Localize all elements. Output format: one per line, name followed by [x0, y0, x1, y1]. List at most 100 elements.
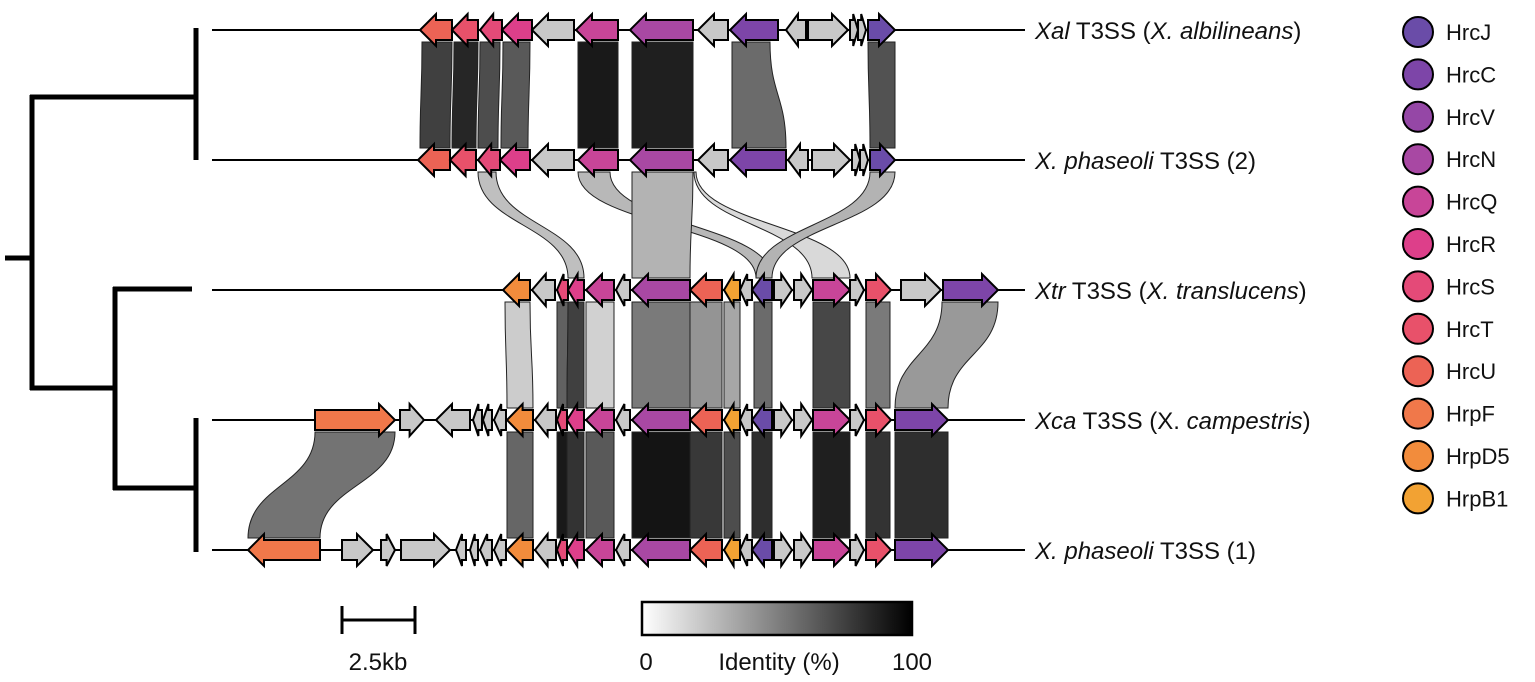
gene-arrow-hrcr: [498, 141, 531, 179]
identity-link: [500, 41, 531, 149]
legend-label: HrcV: [1446, 105, 1495, 130]
legend-label: HrcN: [1446, 147, 1496, 172]
gene-arrow-hrcq: [584, 531, 615, 569]
locus-label-part: T3SS (2): [1154, 148, 1256, 175]
gene-arrow-hrcq: [812, 401, 852, 439]
identity-link: [631, 301, 691, 409]
gene-arrow-hrpd5: [505, 531, 534, 569]
gene-arrow-hrcq: [584, 401, 615, 439]
gene-arrow-hrcu: [416, 141, 451, 179]
locus-label-part: Xal: [1034, 18, 1070, 45]
legend-label: HrpB1: [1446, 486, 1508, 511]
phylogenetic-tree: [5, 28, 199, 552]
locus-label-part: T3SS (X.: [1076, 408, 1186, 435]
legend-label: HrpD5: [1446, 444, 1510, 469]
identity-link: [506, 431, 534, 539]
locus-label-part: X. phaseoli: [1034, 538, 1154, 565]
gene-arrow-other: [738, 533, 753, 567]
gene-arrow-hrct: [448, 141, 477, 179]
locus-label: X. phaseoli T3SS (1): [1034, 538, 1256, 565]
legend-item-hrcn: HrcN: [1402, 143, 1496, 176]
locus-labels: Xal T3SS ( X. albilineans) X. phaseoli T3S…: [1034, 18, 1311, 565]
legend-swatch: [1402, 16, 1434, 48]
gene-arrow-other: [849, 273, 866, 307]
identity-link: [865, 431, 891, 539]
identity-link: [556, 301, 569, 409]
gene-arrow-other: [434, 401, 471, 439]
identity-link: [723, 301, 741, 409]
identity-link: [477, 41, 501, 149]
locus-track: [212, 141, 1025, 179]
gene-arrow-other: [773, 270, 794, 310]
gene-arrow-hrpb1: [722, 530, 741, 570]
gene-arrow-hrcr: [500, 11, 533, 49]
legend-swatch: [1402, 58, 1434, 91]
locus-label-part: X. albilineans: [1150, 18, 1294, 45]
identity-colorbar: [640, 600, 914, 637]
gene-arrow-hrcs: [476, 141, 501, 179]
gene-arrow-hrcc: [894, 401, 950, 439]
gene-arrow-hrcn: [628, 141, 694, 179]
legend-label: HrcJ: [1446, 20, 1491, 45]
loci-tracks: [212, 11, 1025, 570]
gene-arrow-hrcq: [574, 11, 619, 49]
gene-arrow-other: [380, 533, 397, 567]
gene-arrow-hrcj: [869, 141, 897, 179]
legend-label: HrpF: [1446, 402, 1495, 427]
identity-link: [755, 171, 896, 279]
gene-arrow-other: [468, 533, 479, 567]
scale-bar: [340, 606, 417, 634]
gene-arrow-other: [900, 271, 943, 309]
gene-arrow-other: [696, 11, 729, 49]
gene-arrow-other: [492, 533, 507, 567]
identity-link: [689, 431, 723, 539]
gene-arrow-other: [530, 141, 575, 179]
gene-arrow-hrcs: [555, 273, 569, 307]
gene-arrow-hrcn: [630, 271, 691, 309]
gene-arrow-other: [793, 530, 814, 570]
gene-arrow-other: [793, 270, 814, 310]
legend-label: HrcT: [1446, 317, 1494, 342]
gene-arrow-hrcn: [628, 11, 694, 49]
gene-arrow-other: [530, 271, 556, 309]
identity-link: [504, 301, 534, 409]
gene-arrow-other: [530, 11, 575, 49]
legend-swatch: [1402, 355, 1434, 388]
gene-arrow-other: [793, 400, 814, 440]
gene-arrow-hrpd5: [505, 401, 534, 439]
identity-link: [477, 171, 585, 279]
locus-label-part: Xtr: [1034, 278, 1067, 305]
gene-arrow-hrpb1: [722, 270, 741, 310]
legend-swatch: [1402, 228, 1434, 260]
legend-item-hrpd5: HrpD5: [1402, 440, 1510, 472]
legend-item-hrct: HrcT: [1402, 312, 1494, 345]
legend-label: HrcR: [1446, 232, 1496, 257]
identity-link: [631, 41, 694, 149]
colorbar-min-label: 0: [639, 649, 652, 676]
locus-label-part: ): [1293, 18, 1301, 45]
legend-swatch: [1402, 312, 1434, 345]
locus-label-part: Xca: [1034, 408, 1076, 435]
identity-link: [566, 431, 585, 539]
gene-arrow-other: [454, 533, 467, 567]
locus-label-part: X. translucens: [1146, 278, 1299, 305]
gene-arrow-hrcc: [894, 531, 950, 569]
gene-arrow-other: [851, 143, 862, 177]
legend-item-hrcv: HrcV: [1402, 100, 1495, 133]
locus-label-part: T3SS (: [1066, 278, 1147, 305]
gene-arrow-hrcq: [812, 271, 852, 309]
legend-swatch: [1402, 440, 1434, 472]
gene-arrow-hrcj: [750, 271, 773, 309]
gene-arrow-hrpb1: [722, 400, 741, 440]
gene-arrow-hrcu: [688, 531, 723, 569]
identity-link: [812, 301, 851, 409]
gene-arrow-hrcc: [942, 271, 1000, 309]
gene-arrow-hrcq: [812, 531, 852, 569]
gene-arrow-hrpd5: [501, 271, 531, 309]
gene-arrow-other: [492, 403, 507, 437]
locus-track: [212, 400, 1025, 440]
identity-link: [867, 41, 896, 149]
gene-arrow-hrct: [865, 401, 893, 439]
gene-arrow-hrcr: [565, 530, 585, 570]
identity-link: [812, 431, 851, 539]
